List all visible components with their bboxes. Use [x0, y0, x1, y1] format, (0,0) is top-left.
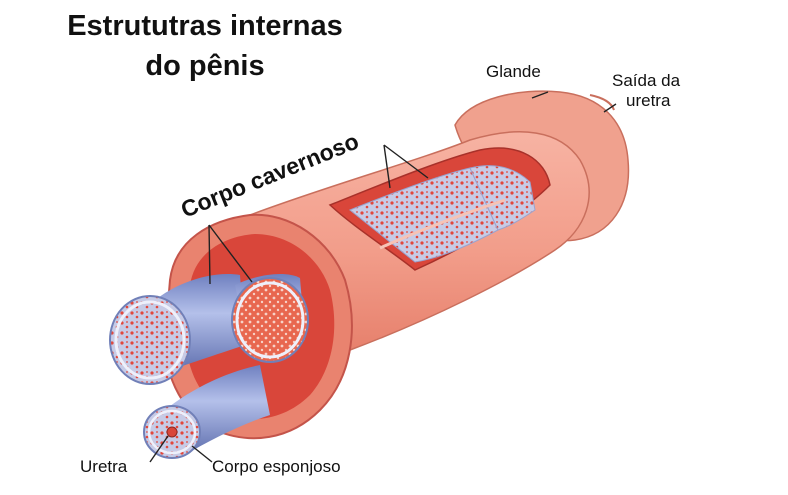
urethra-lumen: [166, 426, 178, 438]
label-saida-2: uretra: [626, 91, 671, 110]
diagram-title: Estrututras internas do pênis: [40, 6, 370, 86]
leader-uretra: [149, 435, 169, 463]
leader-cavernoso-left: [208, 224, 253, 285]
corpus-spongiosum: [143, 365, 270, 459]
title-line-2: do pênis: [145, 50, 265, 82]
label-saida-1: Saída da: [612, 71, 681, 90]
leader-saida: [603, 103, 617, 113]
corpus-cavernosum-right: [231, 274, 309, 363]
cutaway-window: [328, 147, 551, 271]
corpus-cavernosum-left: [109, 274, 245, 385]
leader-glande: [531, 91, 549, 99]
label-corpo-esponjoso: Corpo esponjoso: [212, 457, 341, 476]
leader-esponjoso: [191, 445, 213, 463]
leader-cavernoso-top: [383, 144, 429, 189]
leader-lines: [149, 91, 617, 463]
label-uretra: Uretra: [80, 457, 128, 476]
title-line-1: Estrututras internas: [67, 10, 343, 42]
label-glande: Glande: [486, 62, 541, 81]
